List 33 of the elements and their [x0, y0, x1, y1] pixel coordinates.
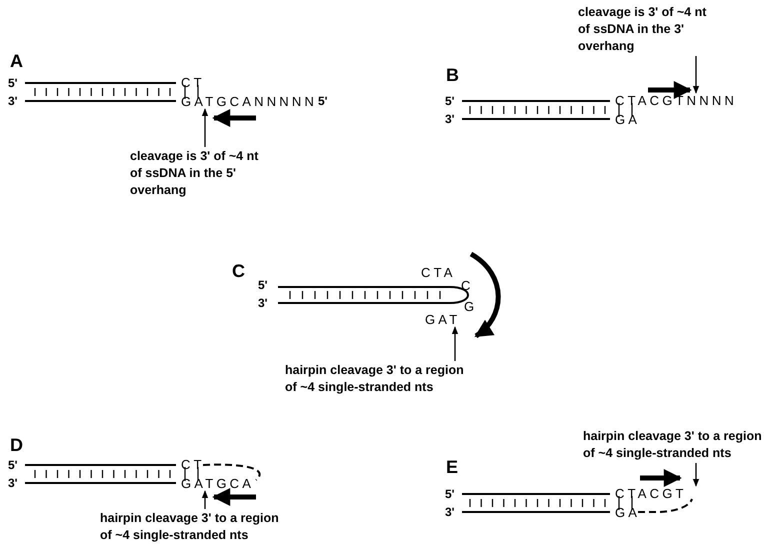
strand-end-label: 3'	[445, 506, 455, 518]
sequence-text: G	[464, 300, 478, 313]
panel-letter: B	[446, 66, 459, 84]
strand-end-label: 3'	[258, 297, 268, 309]
panel-letter: C	[232, 262, 245, 280]
strand-end-label: 5'	[8, 77, 18, 89]
panel-letter: A	[10, 52, 23, 70]
sequence-text: GAT	[425, 313, 460, 326]
strand-end-label: 3'	[8, 477, 18, 489]
strand-end-label: 5'	[258, 279, 268, 291]
sequence-text: CTA	[421, 266, 456, 279]
annotation-text: hairpin cleavage 3' to a region of ~4 single-stranded nts	[285, 362, 470, 396]
strand-end-label: 3'	[8, 95, 18, 107]
panel-letter: E	[446, 458, 458, 476]
sequence-text: GATGCA	[181, 477, 254, 490]
annotation-text: cleavage is 3' of ~4 nt of ssDNA in the 3' overhang	[578, 4, 718, 55]
sequence-text: CTACGT	[615, 487, 687, 500]
sequence-text: CTACGTNNNN	[615, 94, 738, 107]
strand-end-label: 5'	[318, 95, 328, 107]
strand-end-label: 3'	[445, 113, 455, 125]
strand-end-label: 5'	[445, 95, 455, 107]
leader-arrow	[692, 56, 700, 94]
annotation-text: hairpin cleavage 3' to a region of ~4 single-stranded nts	[583, 428, 768, 462]
annotation-text: hairpin cleavage 3' to a region of ~4 single-stranded nts	[100, 510, 285, 544]
leader-arrow	[202, 490, 208, 509]
panel-letter: D	[10, 436, 23, 454]
strand-end-label: 5'	[445, 488, 455, 500]
leader-arrow	[452, 326, 458, 361]
leader-arrow	[692, 463, 700, 487]
strand-end-label: 5'	[8, 459, 18, 471]
sequence-text: GATGCANNNNN	[181, 95, 318, 108]
annotation-text: cleavage is 3' of ~4 nt of ssDNA in the 5' overhang	[130, 148, 270, 199]
leader-arrow	[202, 108, 208, 147]
